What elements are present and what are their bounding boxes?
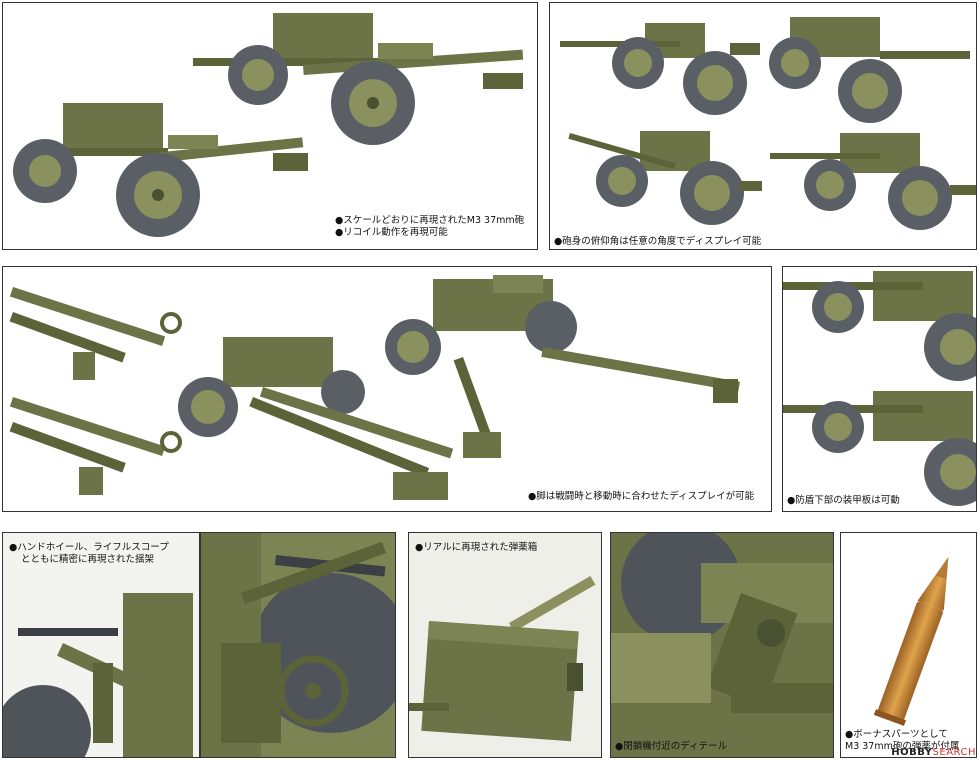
photo-cradle-scope bbox=[3, 533, 199, 757]
watermark-logo: HOBBYSEARCH bbox=[891, 747, 976, 758]
panel-bonus-ammo: ●ボーナスパーツとして M3 37mm砲の弾薬が付属 bbox=[840, 532, 977, 758]
watermark-brand: HOBBY bbox=[891, 747, 933, 758]
photo-four-guns-elevation bbox=[560, 17, 976, 230]
panel-breech: ●閉鎖機付近のディテール bbox=[610, 532, 834, 758]
caption-breech: ●閉鎖機付近のディテール bbox=[615, 741, 728, 752]
photo-ammo-box bbox=[409, 533, 601, 757]
caption-trail-display: ●脚は戦闘時と移動時に合わせたディスプレイが可能 bbox=[528, 491, 755, 502]
caption-armor-plate: ●防盾下部の装甲板は可動 bbox=[787, 495, 900, 506]
caption-bonus-line2: M3 37mm砲の弾薬が付属 bbox=[845, 741, 960, 752]
photo-two-guns bbox=[13, 13, 524, 237]
caption-bonus-line1: ●ボーナスパーツとして bbox=[845, 729, 948, 740]
panel-cradle: ●ハンドホイール、ライフルスコープ とともに精密に再現された揺架 bbox=[2, 532, 200, 758]
panel-scale-model: ●スケールどおりに再現されたM3 37mm砲 ●リコイル動作を再現可能 bbox=[2, 2, 538, 250]
caption-ammo-box: ●リアルに再現された弾薬箱 bbox=[415, 542, 538, 553]
caption-elevation: ●砲身の俯仰角は任意の角度でディスプレイ可能 bbox=[554, 236, 762, 247]
panel-elevation: ●砲身の俯仰角は任意の角度でディスプレイ可能 bbox=[549, 2, 977, 250]
panel-armor-plate: ●防盾下部の装甲板は可動 bbox=[782, 266, 977, 512]
photo-handwheel bbox=[201, 533, 395, 757]
caption-cradle-line1: ●ハンドホイール、ライフルスコープ bbox=[9, 542, 169, 553]
photo-breech bbox=[611, 533, 833, 757]
panel-ammo-box: ●リアルに再現された弾薬箱 bbox=[408, 532, 602, 758]
photo-trail-positions bbox=[9, 275, 740, 500]
caption-cradle-line2: とともに精密に再現された揺架 bbox=[21, 554, 155, 565]
panel-trails: ●脚は戦闘時と移動時に合わせたディスプレイが可能 bbox=[2, 266, 772, 512]
photo-lower-shield bbox=[783, 271, 976, 506]
panel-handwheel bbox=[200, 532, 396, 758]
caption-scale: ●スケールどおりに再現されたM3 37mm砲 bbox=[335, 215, 525, 226]
watermark-suffix: SEARCH bbox=[932, 747, 976, 758]
caption-recoil: ●リコイル動作を再現可能 bbox=[335, 227, 448, 238]
photo-cartridge bbox=[873, 556, 949, 726]
